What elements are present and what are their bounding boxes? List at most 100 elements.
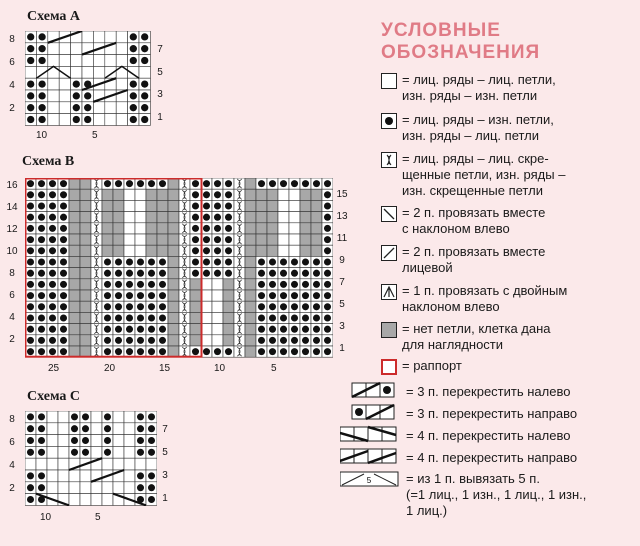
purl-dot [103, 348, 112, 356]
purl-dot [224, 348, 233, 356]
purl-dot [147, 472, 156, 480]
chart-cell [211, 323, 224, 336]
row-number: 8 [9, 414, 15, 425]
purl-dot [141, 56, 149, 65]
purl-dot [301, 280, 310, 288]
purl-dot [114, 348, 123, 356]
chart-cell [81, 66, 94, 79]
purl-dot [37, 495, 46, 504]
row-number: 13 [336, 211, 348, 222]
purl-dot [59, 247, 68, 255]
chart-cell [167, 178, 180, 190]
row-number: 7 [339, 277, 345, 288]
purl-dot [202, 180, 211, 188]
purl-dot [129, 45, 137, 53]
purl-dot [202, 202, 211, 210]
chart-cell [255, 222, 268, 235]
chart-cell [90, 446, 103, 459]
purl-dot [147, 436, 156, 445]
crossed-stitch [182, 324, 187, 335]
chart-cell [46, 481, 59, 494]
purl-dot [103, 425, 112, 433]
purl-dot [125, 314, 134, 322]
chart-cell [134, 188, 147, 201]
chart-cell [68, 300, 81, 313]
legend-cable-text: = 3 п. перекрестить налево [406, 384, 571, 399]
chart-cell [68, 334, 81, 347]
row-number: 3 [162, 470, 168, 481]
chart-cell [46, 469, 59, 483]
purl-dot [147, 325, 156, 333]
purl-dot [136, 413, 145, 421]
legend-item-text: = 1 п. провязать с двойным наклоном влев… [402, 283, 568, 314]
purl-dot [59, 348, 68, 356]
col-number: 20 [104, 363, 116, 374]
empty-cell-icon [381, 73, 397, 89]
row-number: 10 [6, 246, 18, 257]
chart-cell [79, 188, 92, 201]
chart-cell [112, 222, 125, 235]
crossed-stitch [182, 301, 187, 312]
chart-cell [79, 278, 92, 291]
chart-cell [123, 457, 136, 471]
chart-cell [112, 233, 125, 246]
chart-cell [123, 422, 136, 435]
purl-dot [38, 80, 46, 88]
purl-dot [38, 33, 46, 41]
purl-dot [268, 348, 277, 356]
legend-cable-text: = 4 п. перекрестить налево [406, 428, 571, 443]
chart-cell [310, 222, 323, 235]
chart-cell [178, 233, 191, 246]
purl-dot [114, 292, 123, 300]
purl-dot [103, 180, 112, 188]
purl-dot [136, 314, 145, 322]
crossed-stitch [182, 257, 187, 267]
cable-4-left-icon [340, 425, 397, 443]
purl-dot [147, 495, 156, 504]
legend-cable-text: = 4 п. перекрестить направо [406, 450, 578, 465]
purl-dot [147, 348, 156, 356]
row-number: 6 [9, 437, 15, 448]
purl-dot [103, 314, 112, 322]
chart-cell [167, 289, 180, 302]
chart-cell [288, 222, 301, 235]
chart-cell [101, 457, 114, 471]
chart-cell [200, 289, 213, 302]
purl-dot [114, 336, 123, 344]
chart-cell [68, 289, 81, 302]
chart-cell [167, 300, 180, 313]
row-number: 1 [157, 112, 163, 123]
purl-dot [279, 348, 288, 356]
purl-dot [257, 269, 266, 277]
chart-cell [90, 244, 103, 257]
chart-cell [156, 233, 169, 246]
chart-cell [145, 188, 158, 201]
chart-cell [310, 233, 323, 246]
chart-cell [79, 233, 92, 246]
scheme-c-chart [25, 411, 157, 506]
crossed-stitch [182, 234, 187, 245]
k2tog-icon [381, 245, 397, 261]
chart-cell [310, 200, 323, 212]
purl-dot [213, 348, 222, 356]
purl-dot [37, 413, 46, 421]
chart-cell [145, 222, 158, 235]
purl-dot [59, 202, 68, 210]
chart-cell [68, 481, 81, 494]
legend-title-line2: ОБОЗНАЧЕНИЯ [381, 42, 541, 63]
purl-dot [224, 180, 233, 188]
purl-dot [191, 213, 200, 221]
chart-cell [145, 244, 158, 257]
chart-cell [123, 211, 136, 224]
purl-dot [191, 269, 200, 277]
chart-cell [233, 256, 246, 268]
purl-dot [141, 33, 149, 41]
crossed-stitch [94, 313, 99, 323]
purl-dot [84, 104, 92, 112]
chart-cell [81, 54, 94, 67]
chart-cell [299, 200, 312, 212]
purl-dot [213, 213, 222, 221]
purl-dot [257, 180, 266, 188]
chart-cell [233, 334, 246, 347]
purl-dot [323, 224, 332, 232]
